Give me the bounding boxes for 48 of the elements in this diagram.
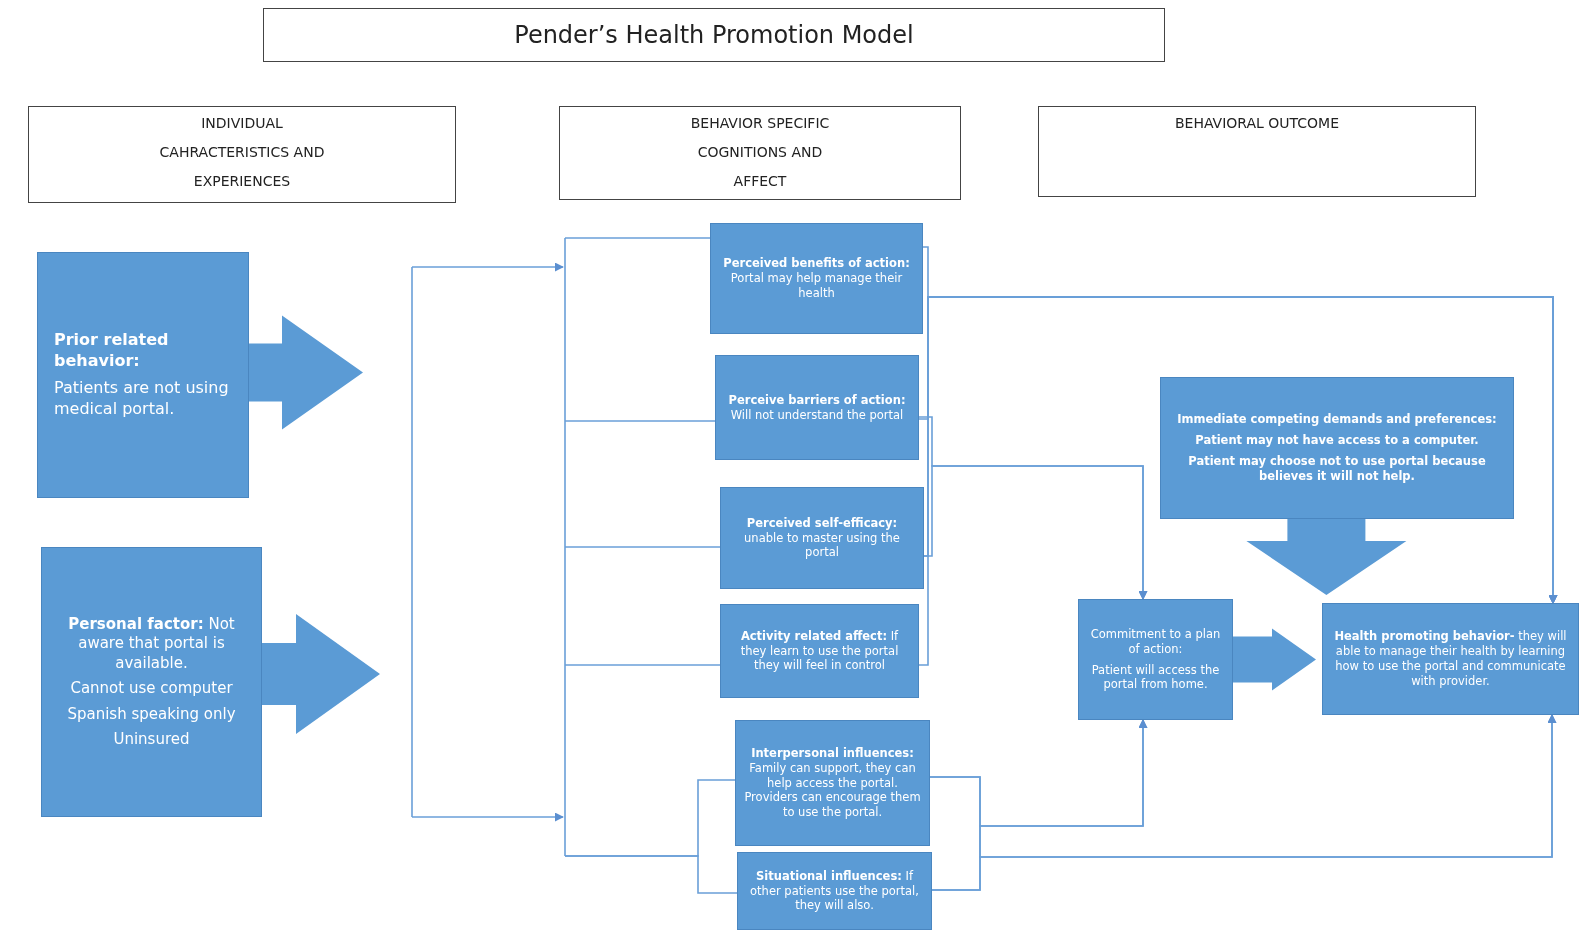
factor-box: [37, 252, 249, 498]
factor-box: [715, 355, 919, 460]
factor-box: [710, 223, 923, 334]
connector-line: [564, 420, 716, 422]
box-text: Health promoting behavior- they will able to manage their health by learning how to use the portal and communicate with provider.: [1333, 629, 1568, 689]
arrow: [923, 465, 1148, 600]
factor-box: [720, 487, 924, 589]
connector-line: [564, 546, 721, 548]
box-text: Perceive barriers of action: Will not understand the portal: [727, 392, 907, 423]
box-text: Patient may not have access to a computer.: [1195, 433, 1479, 448]
box-text: Patients are not using medical portal.: [54, 378, 230, 420]
box-text: Patient may choose not to use portal because believes it will not help.: [1187, 454, 1487, 484]
box-text: Perceived self-efficacy: unable to master using the portal: [743, 515, 901, 561]
arrow: [931, 714, 1557, 891]
factor-box: [41, 547, 262, 817]
factor-box: [1160, 377, 1514, 519]
connector-line: [564, 855, 738, 894]
title: Pender’s Health Promotion Model: [263, 8, 1165, 62]
block-arrow: [249, 315, 363, 430]
box-text: Perceived benefits of action: Portal may help manage their health: [722, 256, 911, 301]
box-text: Commitment to a plan of action:: [1090, 626, 1221, 657]
box-text: Patient will access the portal from home.: [1090, 662, 1221, 693]
arrow: [918, 296, 1558, 666]
factor-box: [720, 604, 919, 698]
block-arrow: [1246, 519, 1407, 595]
box-text: Spanish speaking only: [67, 704, 236, 724]
box-text: Cannot use computer: [70, 679, 233, 699]
connector-line: [564, 237, 711, 239]
header-text: INDIVIDUAL CAHRACTERISTICS AND EXPERIENCES: [158, 114, 326, 191]
factor-box: [1322, 603, 1579, 715]
connector-line: [564, 664, 721, 666]
box-text: Activity related affect: If they learn to use the portal they will feel in control: [739, 628, 900, 674]
box-text: Situational influences: If other patients use the portal, they will also.: [749, 868, 920, 914]
block-arrow: [1233, 628, 1316, 691]
box-text: Prior related behavior:: [54, 330, 170, 372]
header-text: BEHAVIOR SPECIFIC COGNITIONS AND AFFECT: [689, 114, 831, 191]
column-header: [1038, 106, 1476, 197]
box-text: Personal factor: Not aware that portal is available.: [67, 614, 236, 673]
box-text: Immediate competing demands and preferences:: [1177, 412, 1497, 428]
header-text: BEHAVIORAL OUTCOME: [1174, 114, 1340, 133]
column-header: [28, 106, 456, 203]
factor-box: [735, 720, 930, 846]
block-arrow: [262, 613, 380, 734]
column-header: [559, 106, 961, 200]
factor-box: [1078, 599, 1233, 720]
box-text: Uninsured: [113, 730, 190, 750]
factor-box: [737, 852, 932, 930]
box-text: Interpersonal influences: Family can support, they can help access the portal. Providers can encourage them to use the portal.: [744, 745, 921, 821]
